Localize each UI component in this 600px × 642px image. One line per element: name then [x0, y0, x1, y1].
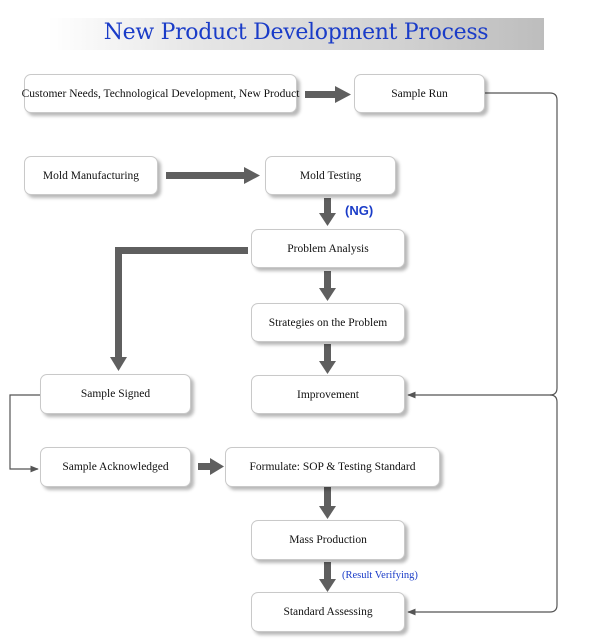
node-problem-analysis: Problem Analysis — [251, 229, 405, 268]
arrow-customer-to-sample-run — [305, 86, 351, 103]
node-customer-needs-label: Customer Needs, Technological Developmen… — [21, 87, 300, 100]
arrow-analysis-to-sample-signed — [110, 247, 248, 371]
connector-signed-to-acknowledged — [9, 394, 40, 473]
ng-annotation: (NG) — [345, 203, 374, 218]
node-mold-manufacturing: Mold Manufacturing — [24, 156, 158, 195]
node-problem-analysis-label: Problem Analysis — [287, 242, 369, 255]
node-sample-acknowledged: Sample Acknowledged — [40, 447, 191, 487]
result-verifying-annotation: (Result Verifying) — [342, 570, 418, 581]
node-mold-manufacturing-label: Mold Manufacturing — [42, 169, 140, 182]
node-sample-run: Sample Run — [354, 74, 485, 113]
node-standard-assessing-label: Standard Assessing — [283, 606, 373, 618]
arrow-acknowledged-to-formulate — [198, 458, 224, 475]
arrow-mass-production-to-standard — [319, 562, 336, 592]
arrow-formulate-to-mass-production — [319, 487, 336, 519]
node-strategies-label: Strategies on the Problem — [268, 316, 388, 329]
title-bar: New Product Development Process — [48, 18, 544, 50]
node-mold-testing-label: Mold Testing — [299, 169, 362, 182]
node-sample-run-label: Sample Run — [391, 87, 448, 100]
node-sample-acknowledged-label: Sample Acknowledged — [62, 461, 169, 473]
node-mass-production: Mass Production — [251, 520, 405, 560]
node-formulate: Formulate: SOP & Testing Standard — [225, 447, 440, 487]
node-sample-signed-label: Sample Signed — [80, 388, 151, 400]
node-standard-assessing: Standard Assessing — [251, 592, 405, 632]
connector-improvement-to-standard — [407, 394, 558, 616]
node-strategies: Strategies on the Problem — [251, 303, 405, 342]
arrow-analysis-to-strategies — [319, 271, 336, 301]
arrow-mold-manufacturing-to-testing — [166, 167, 260, 184]
connector-sample-run-to-improvement — [407, 92, 558, 399]
diagram-title: New Product Development Process — [103, 20, 489, 45]
arrow-testing-to-analysis — [319, 198, 336, 226]
arrow-strategies-to-improvement — [319, 344, 336, 374]
node-improvement-label: Improvement — [297, 388, 359, 401]
node-improvement: Improvement — [251, 375, 405, 414]
node-sample-signed: Sample Signed — [40, 374, 191, 414]
node-mass-production-label: Mass Production — [289, 534, 367, 546]
node-mold-testing: Mold Testing — [265, 156, 396, 195]
node-formulate-label: Formulate: SOP & Testing Standard — [249, 461, 416, 473]
node-customer-needs: Customer Needs, Technological Developmen… — [21, 74, 300, 113]
